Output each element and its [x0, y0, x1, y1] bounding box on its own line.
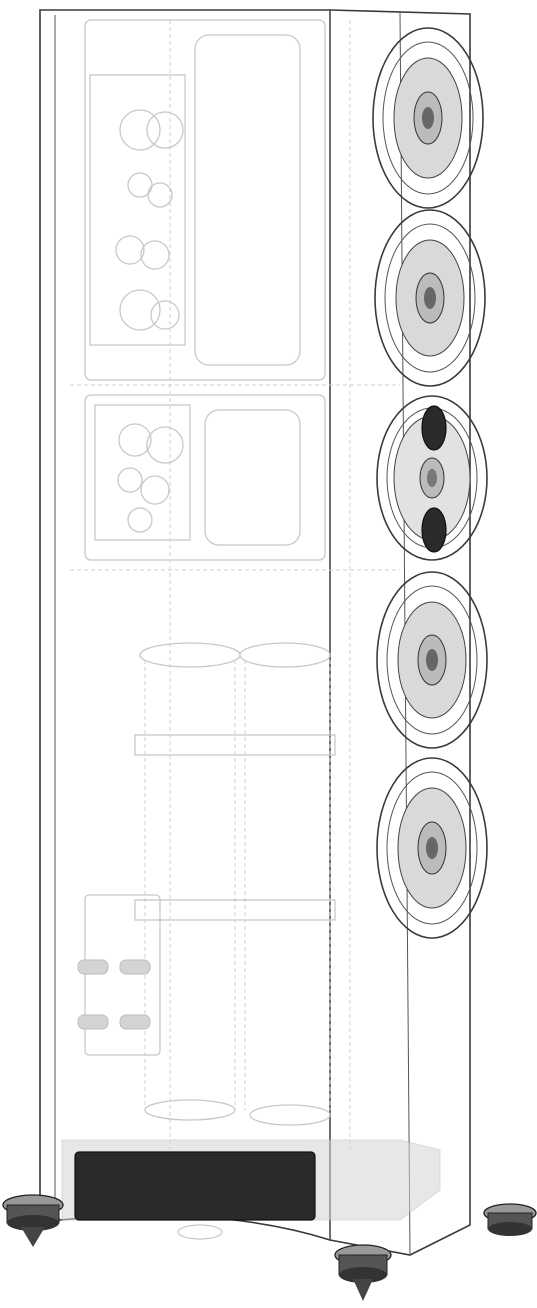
driver-woofer-upper-2 — [374, 209, 486, 387]
driver-woofer-upper-1 — [372, 27, 484, 209]
foot-left — [2, 1194, 64, 1247]
terminal-panel — [77, 894, 161, 1056]
internal-chambers — [70, 19, 400, 1150]
base-grille — [74, 1151, 316, 1221]
bass-tubes — [134, 642, 336, 1126]
driver-tweeter-module — [376, 395, 488, 561]
foot-front — [334, 1244, 392, 1301]
driver-woofer-lower-2 — [376, 757, 488, 939]
foot-center — [177, 1224, 223, 1240]
crossover-board-upper — [89, 74, 186, 346]
foot-rear-right — [483, 1203, 537, 1236]
driver-woofer-lower-1 — [376, 571, 488, 749]
crossover-board-lower — [94, 404, 191, 541]
cabinet-plinth — [61, 1139, 441, 1221]
